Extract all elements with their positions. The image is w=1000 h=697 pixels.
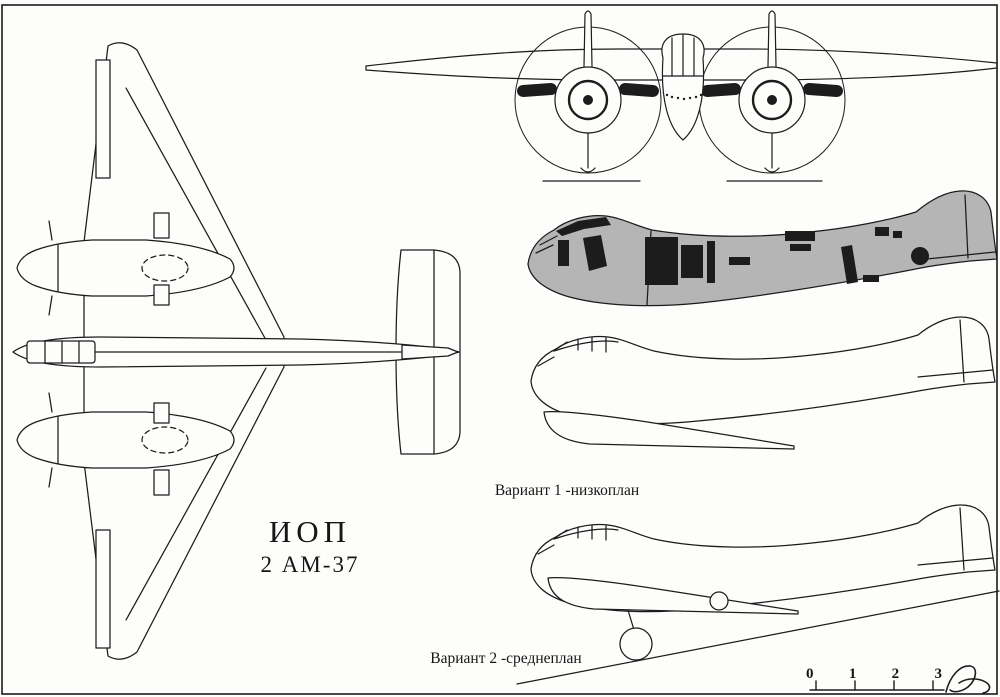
page-frame: [1, 4, 998, 695]
scale-tick-1: 1: [848, 666, 857, 682]
ground-line: [516, 590, 1000, 685]
variant1-caption: Вариант 1 -низкоплан: [494, 482, 640, 499]
side-view-variant1-drawing: [530, 316, 996, 450]
signature-mark: [945, 665, 991, 694]
aircraft-engine-subtitle: 2 АМ-37: [260, 552, 360, 577]
side-view-variant2-drawing: [516, 504, 1000, 685]
front-view-drawing: [365, 10, 998, 182]
aircraft-type-title: ИОП: [268, 514, 352, 549]
scale-tick-3: 3: [934, 666, 942, 682]
scale-tick-2: 2: [891, 666, 900, 682]
scale-bar-ruler: [809, 680, 945, 691]
variant2-caption: Вариант 2 -среднеплан: [430, 650, 582, 667]
side-view-internal-drawing: [527, 190, 998, 307]
scale-tick-0: 0: [806, 666, 814, 682]
scale-bar-numbers: 0 1 2 3: [806, 666, 942, 683]
plan-view-drawing: [12, 42, 461, 660]
